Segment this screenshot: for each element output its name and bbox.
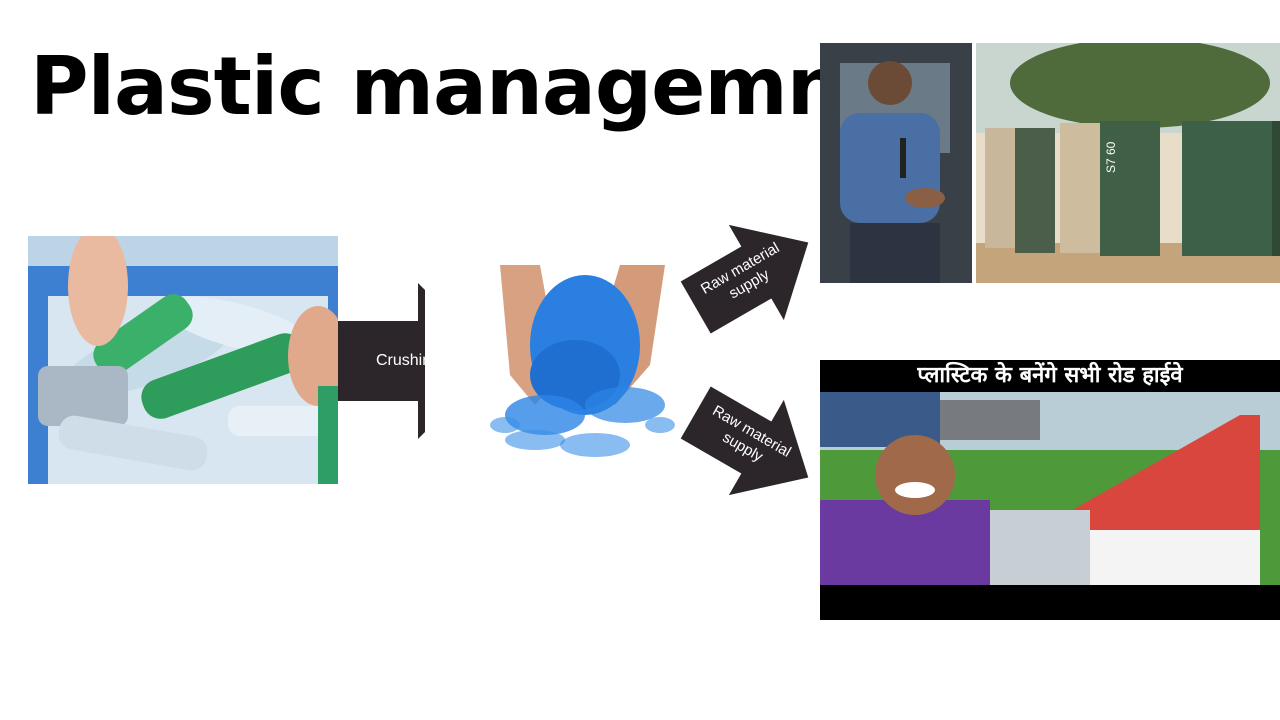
road-banner-text: प्लास्टिक के बनेंगे सभी रोड हाईवे bbox=[820, 360, 1280, 392]
plastic-bottles-image bbox=[28, 236, 338, 484]
plastic-granules-image bbox=[425, 255, 690, 465]
crushing-label: Crushing bbox=[375, 352, 441, 369]
toilet-panel-text: S7 60 bbox=[1104, 141, 1118, 173]
page-title: Plastic managemnt bbox=[30, 40, 881, 133]
plastic-road-image: प्लास्टिक के बनेंगे सभी रोड हाईवे bbox=[820, 360, 1280, 620]
plastic-toilets-image: S7 60 bbox=[820, 43, 1280, 283]
supply-arrow-bottom: Raw material supply bbox=[680, 386, 817, 500]
supply-arrow-top: Raw material supply bbox=[680, 220, 817, 334]
